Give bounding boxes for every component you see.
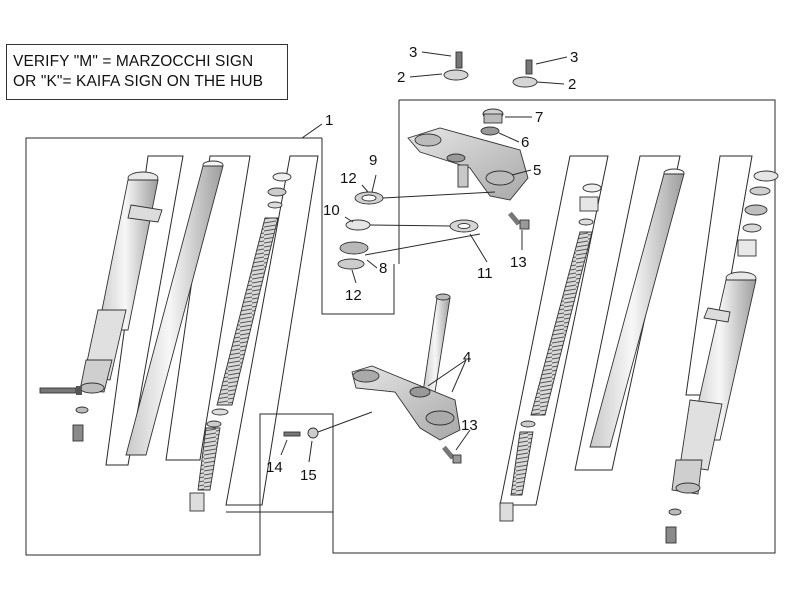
lower-triple-clamp <box>351 293 461 441</box>
left-axle-bolt <box>39 386 82 395</box>
callout-2-left: 2 <box>397 69 405 86</box>
callout-6: 6 <box>521 134 529 151</box>
leader-lines <box>280 51 568 463</box>
group-frame-left-upper <box>321 138 395 315</box>
clip-guide-line <box>317 411 373 433</box>
group-frame-left <box>25 137 334 556</box>
group-frame-right <box>332 99 776 554</box>
left-stanchion-tube <box>125 160 224 456</box>
callout-9: 9 <box>369 152 377 169</box>
callout-12-upper: 12 <box>340 170 357 187</box>
callout-7: 7 <box>535 109 543 126</box>
pinch-bolt-13-lower <box>441 445 462 464</box>
right-stanchion-tube <box>589 168 685 448</box>
left-damper-rod <box>189 420 222 512</box>
steering-nut-7 <box>480 108 504 136</box>
pinch-bolt-13-upper <box>507 211 530 230</box>
callout-13-lower: 13 <box>461 417 478 434</box>
upper-triple-clamp <box>407 127 529 201</box>
note-line-1: VERIFY "M" = MARZOCCHI SIGN <box>13 53 254 70</box>
top-bolt-right <box>512 59 538 88</box>
callout-15: 15 <box>300 467 317 484</box>
right-fork-slider <box>671 271 757 495</box>
callout-4: 4 <box>463 349 471 366</box>
clip-15 <box>307 427 319 439</box>
right-top-seals <box>737 170 779 257</box>
callout-3-left: 3 <box>409 44 417 61</box>
callout-13-upper: 13 <box>510 254 527 271</box>
top-bolt-left <box>443 51 469 81</box>
callout-3-right: 3 <box>570 49 578 66</box>
callout-12-lower: 12 <box>345 287 362 304</box>
callout-11: 11 <box>477 265 493 282</box>
callout-numbers: 1 2 2 3 3 4 5 6 7 8 9 10 11 12 12 13 13 … <box>266 44 578 484</box>
right-fork-spring <box>530 183 602 416</box>
left-lower-bolt <box>72 406 89 442</box>
callout-10: 10 <box>323 202 340 219</box>
note-line-2: OR "K"= KAIFA SIGN ON THE HUB <box>13 73 264 90</box>
left-fork-slider <box>79 171 163 394</box>
verification-note: VERIFY "M" = MARZOCCHI SIGN OR "K"= KAIF… <box>6 44 288 100</box>
right-damper-rod <box>499 420 536 522</box>
callout-1: 1 <box>325 112 333 129</box>
left-fork-spring <box>211 172 292 416</box>
bearing-guide-lines <box>364 191 496 256</box>
steering-bearings <box>337 191 479 270</box>
left-parallelograms <box>105 155 319 506</box>
callout-14: 14 <box>266 459 283 476</box>
bolt-14 <box>283 431 301 437</box>
callout-2-right: 2 <box>568 76 576 93</box>
right-lower-bolt <box>665 508 682 544</box>
callout-8: 8 <box>379 260 387 277</box>
callout-5: 5 <box>533 162 541 179</box>
